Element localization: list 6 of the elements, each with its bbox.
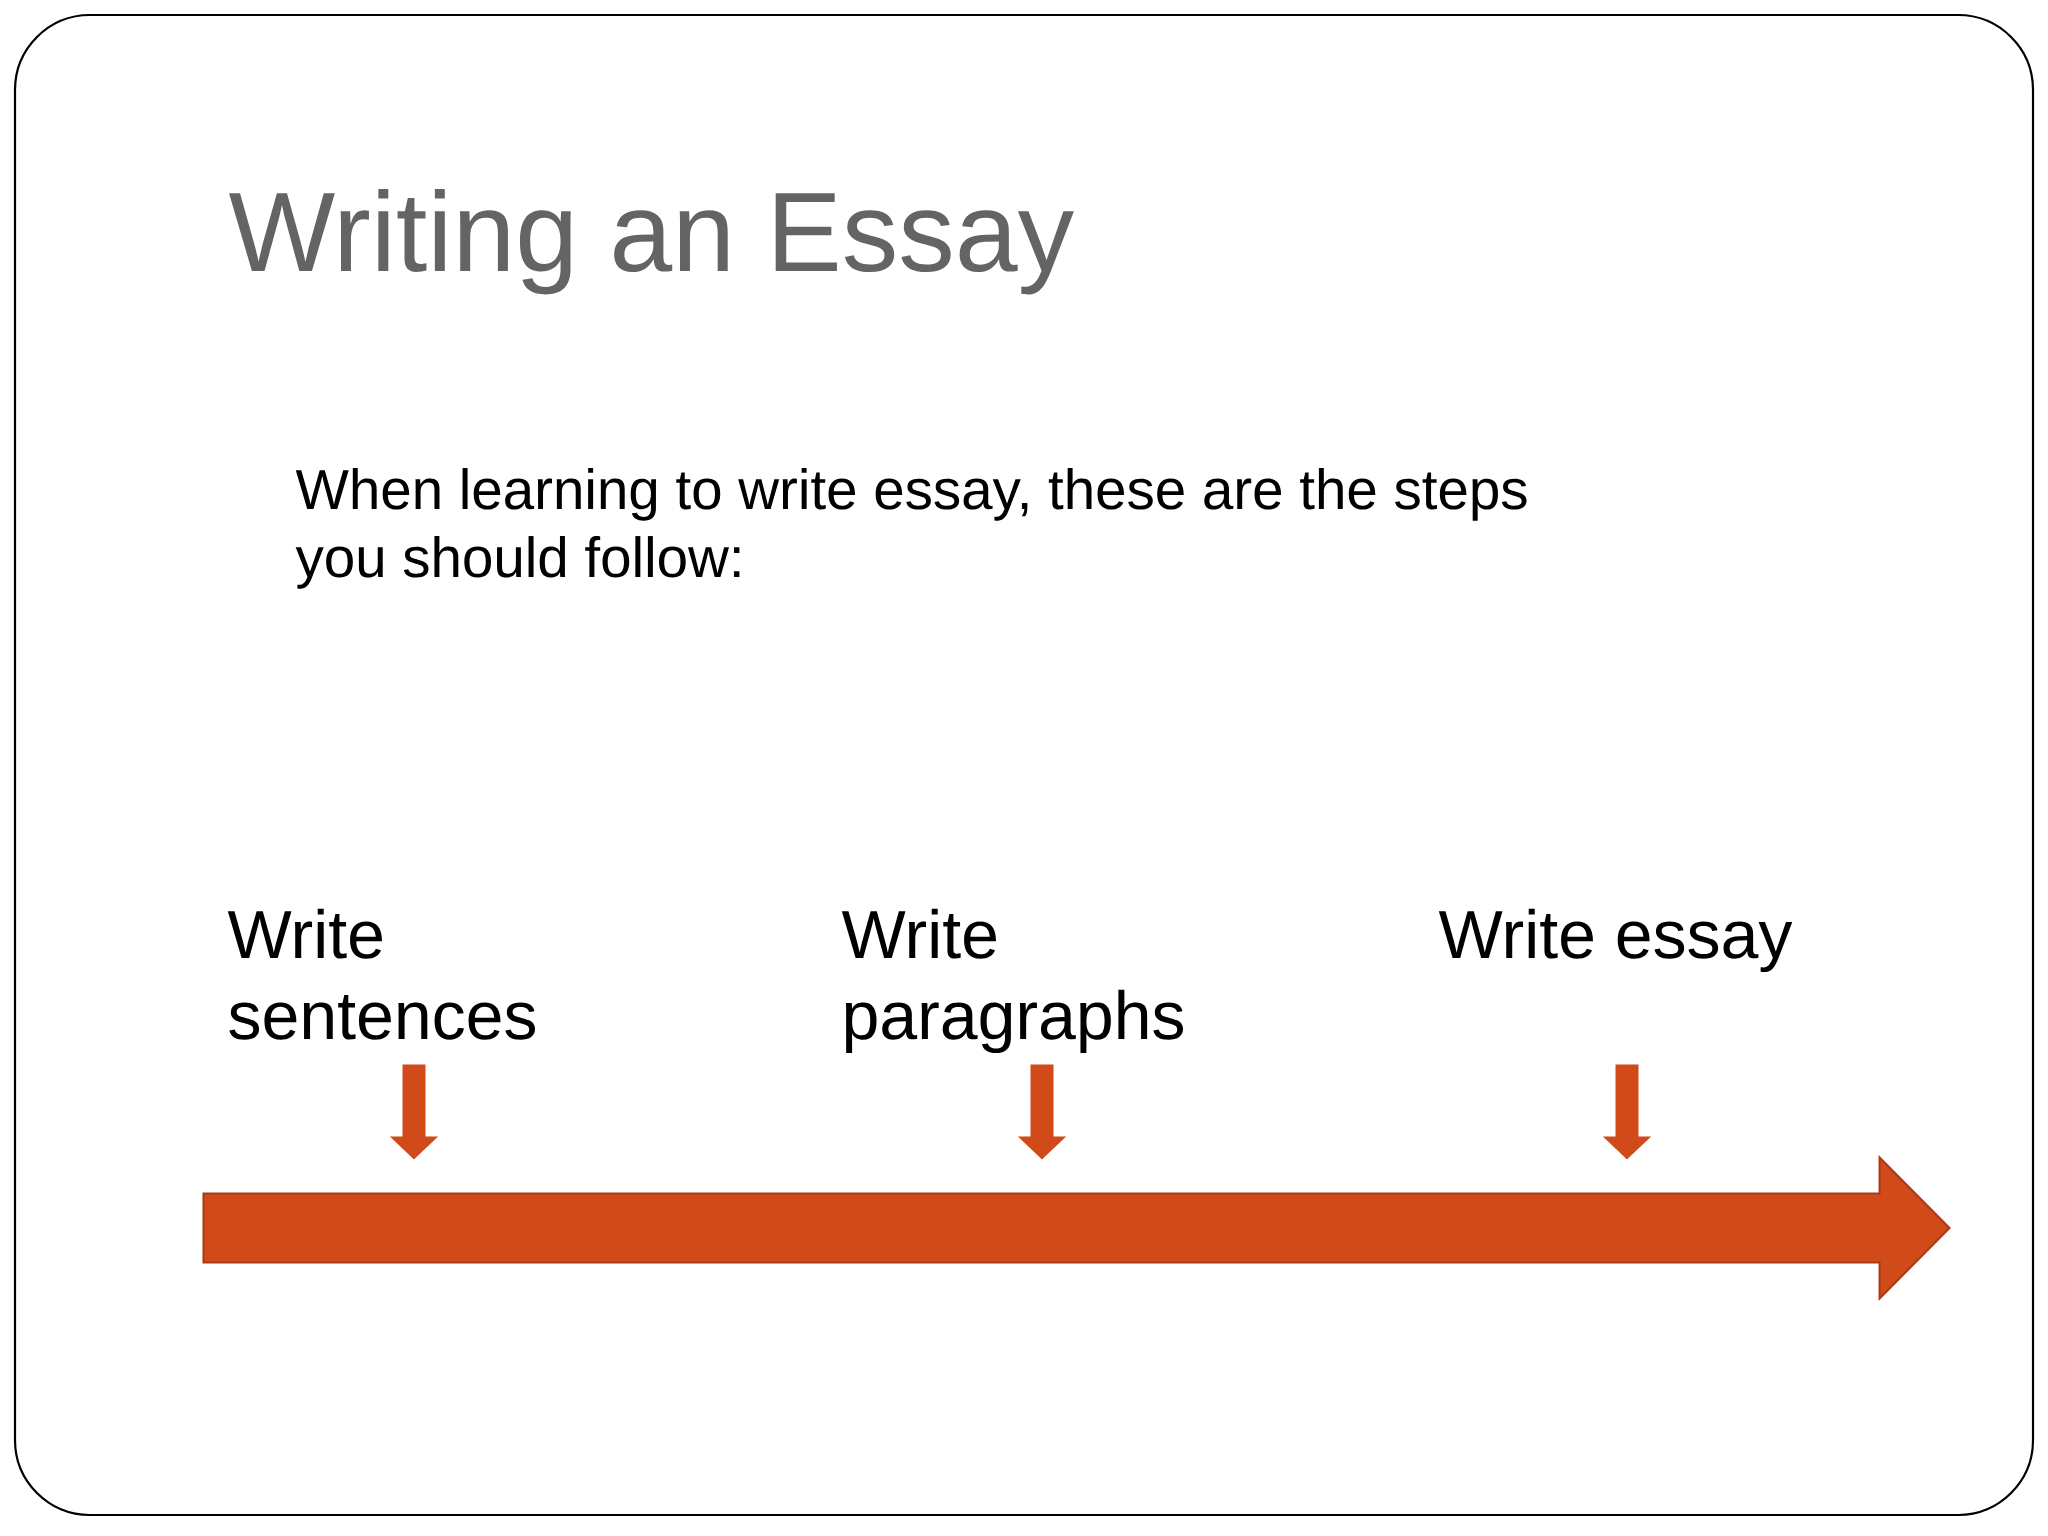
step-label: Write sentences — [227, 908, 535, 1040]
body-text: When learning to write essay, these are the steps you should follow: — [295, 468, 1527, 589]
step-label: Write paragraphs — [841, 908, 1183, 1054]
step-label: Write essay — [1438, 908, 1793, 973]
block-arrow — [202, 1155, 1951, 1301]
title: Writing an Essay — [229, 189, 1074, 295]
